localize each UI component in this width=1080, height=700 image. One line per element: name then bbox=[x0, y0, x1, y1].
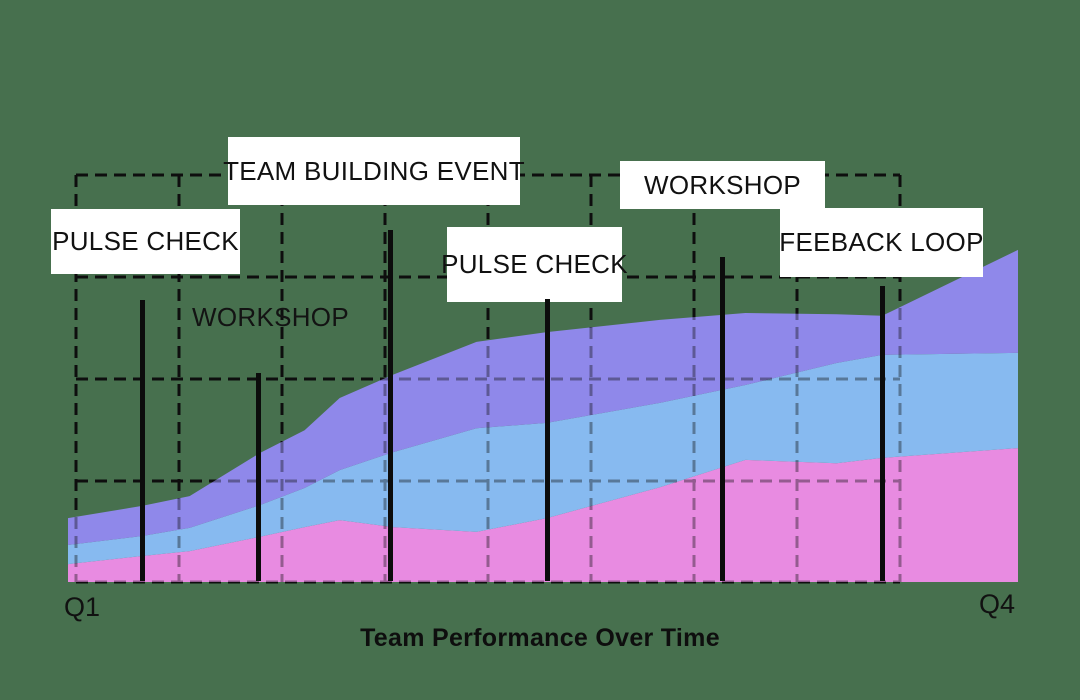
event-label: TEAM BUILDING EVENT bbox=[223, 155, 525, 186]
stacked-area-bands bbox=[68, 249, 1018, 582]
event-label-box-5: FEEBACK LOOP bbox=[779, 208, 984, 277]
event-label: FEEBACK LOOP bbox=[779, 227, 984, 257]
event-marker-line-3 bbox=[545, 299, 550, 581]
event-marker-line-2 bbox=[388, 230, 393, 581]
event-label-box-0: PULSE CHECK bbox=[51, 209, 240, 274]
event-marker-line-4 bbox=[720, 257, 725, 581]
event-label: WORKSHOP bbox=[644, 169, 801, 200]
event-marker-line-1 bbox=[256, 373, 261, 581]
event-label-box-2: TEAM BUILDING EVENT bbox=[223, 137, 525, 205]
event-label: PULSE CHECK bbox=[52, 226, 239, 256]
event-label: WORKSHOP bbox=[192, 302, 349, 332]
area-band-middle-band bbox=[68, 352, 1018, 565]
chart-title: Team Performance Over Time bbox=[360, 624, 720, 652]
event-marker-line-5 bbox=[880, 286, 885, 581]
area-band-bottom-band bbox=[68, 448, 1018, 582]
event-label: PULSE CHECK bbox=[441, 249, 628, 279]
event-label-box-3: PULSE CHECK bbox=[441, 227, 628, 302]
x-axis-start-label: Q1 bbox=[64, 592, 101, 622]
x-axis-end-label: Q4 bbox=[979, 589, 1016, 619]
area-band-top-band bbox=[68, 249, 1018, 545]
event-marker-line-0 bbox=[140, 300, 145, 581]
event-label-box-4: WORKSHOP bbox=[620, 161, 825, 209]
